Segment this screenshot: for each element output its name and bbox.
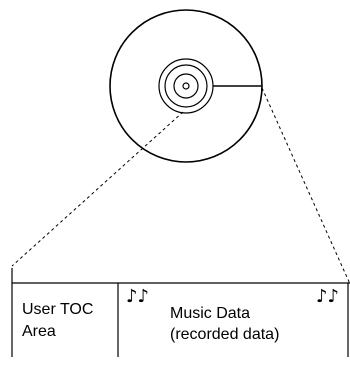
user-toc-area-label-line1: User TOC [22,301,94,318]
disc-spindle-hole [182,82,190,90]
music-note-right-icon: ♪♪ [316,286,339,307]
projection-line-right [261,87,350,285]
disc-hub-inner-ring [173,73,199,99]
disc-hub-outer-ring [158,58,214,114]
music-data-label-line2: (recorded data) [170,326,280,343]
disc-hub-middle-ring [164,64,208,108]
projection-line-left [11,111,184,267]
music-data-label-line1: Music Data [170,305,251,322]
user-toc-area-label-line2: Area [22,323,56,340]
music-note-left-icon: ♪♪ [126,286,149,307]
